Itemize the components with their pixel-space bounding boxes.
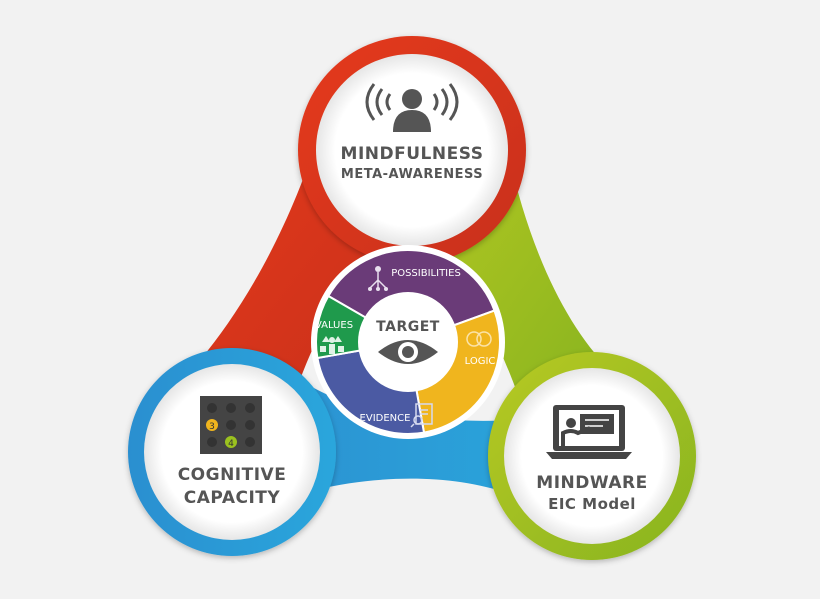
mindfulness-inner-circle xyxy=(316,54,508,246)
segment-label-evidence: EVIDENCE xyxy=(360,413,411,424)
document-search-icon xyxy=(410,403,433,428)
mindware-title: MINDWARE xyxy=(536,473,647,493)
person-broadcast-icon xyxy=(365,83,459,132)
mindfulness-title: MINDFULNESS xyxy=(341,144,484,164)
branch-icon xyxy=(368,266,388,291)
cognitive-subtitle: CAPACITY xyxy=(184,488,281,508)
eye-icon xyxy=(378,340,438,364)
mindware-subtitle: EIC Model xyxy=(548,495,636,513)
segment-label-values: VALUES xyxy=(315,320,353,331)
venn-icon xyxy=(466,331,492,347)
segment-label-possibilities: POSSIBILITIES xyxy=(391,268,461,279)
target-title: TARGET xyxy=(376,319,440,335)
segment-label-logic: LOGIC xyxy=(465,356,496,367)
chip-number-4: 4 xyxy=(228,439,234,449)
people-balance-icon xyxy=(320,336,344,354)
mindfulness-subtitle: META-AWARENESS xyxy=(341,167,483,182)
node-mindfulness xyxy=(298,36,526,264)
laptop-presenter-icon xyxy=(546,405,632,459)
cognitive-title: COGNITIVE xyxy=(178,465,287,485)
chip-number-3: 3 xyxy=(209,422,215,432)
grid-chip-icon: 3 4 xyxy=(200,396,262,454)
